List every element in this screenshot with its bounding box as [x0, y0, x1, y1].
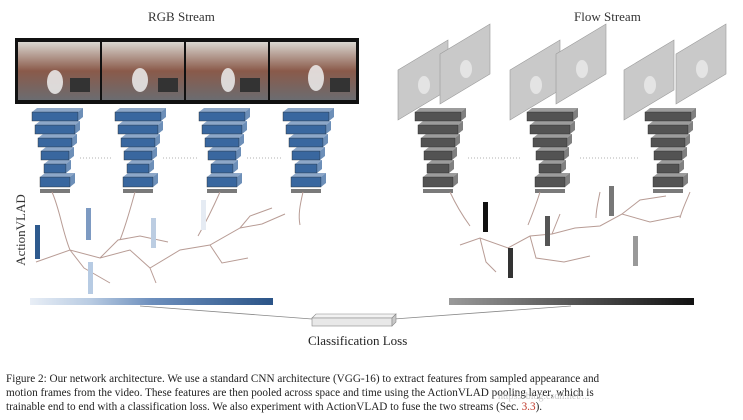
flow-cnn-tower: [414, 108, 466, 193]
caption-text: ).: [535, 401, 543, 413]
classification-loss-block: [311, 313, 397, 327]
rgb-vlad-bars: [35, 200, 206, 294]
flow-stream-title: Flow Stream: [574, 9, 641, 24]
figure-caption: Figure 2: Our network architecture. We u…: [6, 372, 738, 414]
classification-loss-label: Classification Loss: [308, 333, 408, 348]
rgb-feature-curves: [35, 191, 304, 284]
flow-feature-curves: [449, 191, 691, 273]
fusion-lines: [139, 305, 572, 320]
network-architecture-figure: RGB Stream Flow Stream ActionVLAD Classi…: [13, 9, 727, 348]
section-reference-link[interactable]: 3.3: [521, 401, 536, 413]
flow-motion-blob: [530, 76, 542, 94]
flow-motion-blob: [418, 76, 430, 94]
flow-vlad-bars: [483, 186, 638, 278]
flow-cnn-tower: [526, 108, 578, 193]
flow-motion-blob: [644, 76, 656, 94]
caption-text: trainable end to end with a classificati…: [6, 401, 522, 413]
rgb-cnn-tower: [198, 108, 250, 193]
rgb-cnn-tower: [31, 108, 83, 193]
rgb-cnn-tower: [114, 108, 166, 193]
flow-motion-blob: [696, 60, 708, 78]
rgb-stream-title: RGB Stream: [148, 9, 215, 24]
flow-cnn-tower: [644, 108, 696, 193]
caption-line: Figure 2: Our network architecture. We u…: [6, 373, 600, 385]
rgb-descriptor-bar: [30, 298, 273, 305]
rgb-video-frames: [15, 38, 359, 104]
watermark: https://blog.csdn.net/...: [498, 391, 590, 402]
flow-descriptor-bar: [449, 298, 694, 305]
figure-graphics: [15, 23, 727, 327]
flow-cnn-towers: [414, 108, 696, 193]
rgb-cnn-tower: [282, 108, 334, 193]
flow-motion-blob: [460, 60, 472, 78]
actionvlad-label: ActionVLAD: [13, 194, 28, 266]
flow-frames: [397, 23, 727, 121]
rgb-cnn-towers: [31, 108, 334, 193]
flow-motion-blob: [576, 60, 588, 78]
caption-line: trainable end to end with a classificati…: [6, 400, 738, 414]
caption-line: motion frames from the video. These feat…: [6, 387, 594, 399]
